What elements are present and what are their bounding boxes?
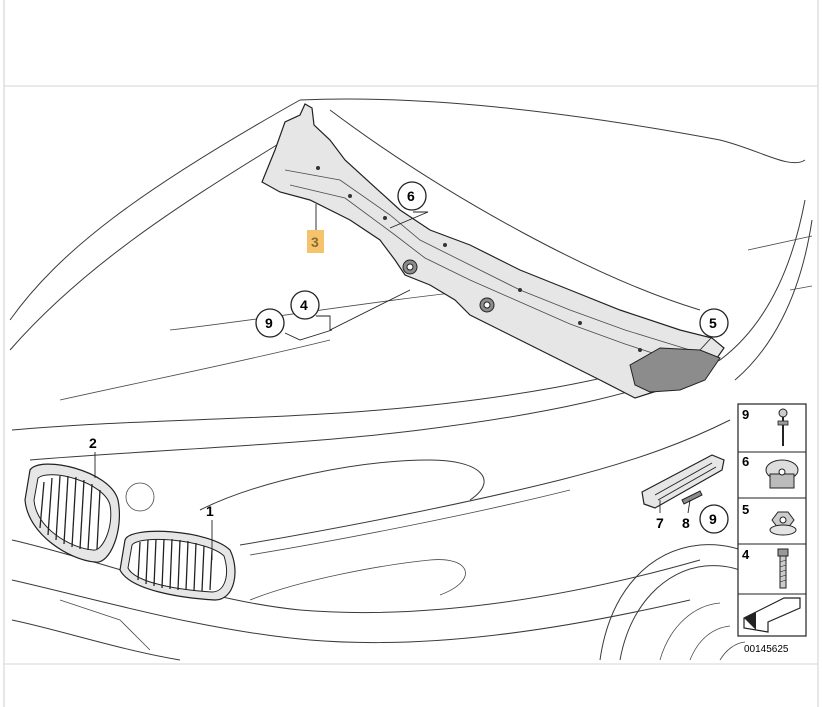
svg-text:9: 9 — [709, 511, 717, 527]
part-number: 00145625 — [744, 644, 789, 655]
svg-text:1: 1 — [206, 503, 214, 519]
callout-7: 7 — [656, 515, 664, 531]
cowl-panel-part — [261, 103, 725, 399]
svg-text:9: 9 — [265, 315, 273, 331]
svg-text:5: 5 — [709, 315, 717, 331]
callout-9-bottom: 9 — [699, 504, 729, 534]
fastener-legend: 9 6 5 4 — [737, 403, 807, 637]
svg-text:5: 5 — [742, 502, 749, 517]
legend-item-bolt-4: 4 — [742, 547, 789, 589]
legend-direction-arrow-icon — [743, 597, 801, 633]
svg-text:7: 7 — [656, 515, 664, 531]
callout-6: 6 — [397, 181, 427, 211]
legend-item-screw-9: 9 — [742, 407, 789, 446]
side-vent-part — [641, 454, 725, 509]
callout-2: 2 — [89, 435, 97, 451]
callout-4: 4 — [290, 290, 320, 320]
callout-3-highlight: 3 — [307, 230, 324, 253]
legend-item-nut-5: 5 — [742, 502, 797, 536]
svg-text:9: 9 — [742, 407, 749, 422]
svg-text:4: 4 — [742, 547, 750, 562]
svg-text:4: 4 — [300, 297, 308, 313]
callout-9-top: 9 — [255, 308, 285, 338]
svg-text:6: 6 — [407, 188, 415, 204]
svg-text:3: 3 — [311, 234, 319, 250]
legend-item-clip-6: 6 — [742, 454, 799, 489]
kidney-grille-right — [119, 530, 236, 601]
svg-text:2: 2 — [89, 435, 97, 451]
leader-lines — [94, 204, 713, 560]
kidney-grille-left — [24, 463, 120, 563]
svg-text:6: 6 — [742, 454, 749, 469]
callout-8: 8 — [682, 515, 690, 531]
callout-5: 5 — [699, 308, 729, 338]
svg-text:8: 8 — [682, 515, 690, 531]
callout-1: 1 — [206, 503, 214, 519]
